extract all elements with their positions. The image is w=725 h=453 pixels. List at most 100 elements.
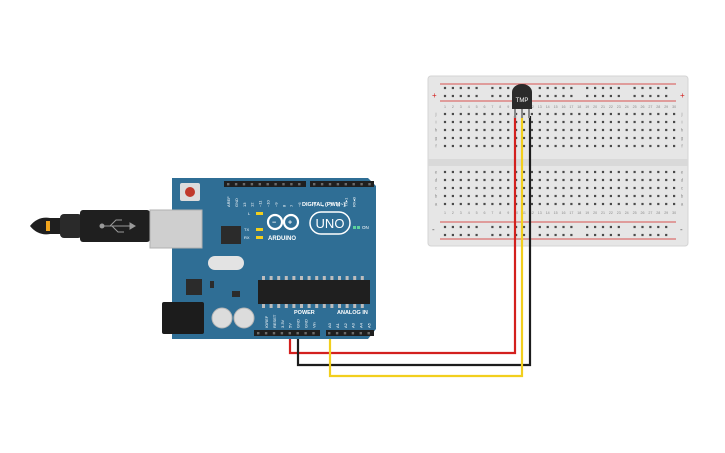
rail-hole[interactable] <box>507 233 510 237</box>
terminal-hole[interactable] <box>507 194 510 198</box>
header-socket[interactable] <box>280 332 284 335</box>
reset-button[interactable] <box>185 187 195 197</box>
terminal-hole[interactable] <box>546 194 549 198</box>
terminal-hole[interactable] <box>451 128 454 132</box>
terminal-hole[interactable] <box>467 202 470 206</box>
terminal-hole[interactable] <box>665 144 668 148</box>
terminal-hole[interactable] <box>507 186 510 190</box>
terminal-hole[interactable] <box>522 170 526 174</box>
terminal-hole[interactable] <box>467 178 470 182</box>
terminal-hole[interactable] <box>483 136 486 140</box>
rail-hole[interactable] <box>649 233 652 237</box>
terminal-hole[interactable] <box>475 194 478 198</box>
terminal-hole[interactable] <box>657 178 660 182</box>
terminal-hole[interactable] <box>649 128 652 132</box>
terminal-hole[interactable] <box>601 144 605 148</box>
terminal-hole[interactable] <box>562 178 565 182</box>
header-socket[interactable] <box>328 332 331 335</box>
terminal-hole[interactable] <box>665 178 668 182</box>
terminal-hole[interactable] <box>530 186 533 190</box>
terminal-hole[interactable] <box>673 112 676 116</box>
terminal-hole[interactable] <box>578 136 581 140</box>
terminal-hole[interactable] <box>617 202 620 206</box>
terminal-hole[interactable] <box>665 112 668 116</box>
terminal-hole[interactable] <box>491 178 494 182</box>
rail-hole[interactable] <box>451 225 454 229</box>
terminal-hole[interactable] <box>641 178 644 182</box>
terminal-hole[interactable] <box>475 144 478 148</box>
rail-hole[interactable] <box>586 94 589 98</box>
terminal-hole[interactable] <box>475 186 478 190</box>
terminal-hole[interactable] <box>625 112 628 116</box>
rail-hole[interactable] <box>641 86 644 90</box>
rail-hole[interactable] <box>609 86 612 90</box>
terminal-hole[interactable] <box>601 170 605 174</box>
rail-hole[interactable] <box>467 86 470 90</box>
rail-hole[interactable] <box>657 86 660 90</box>
terminal-hole[interactable] <box>530 170 533 174</box>
terminal-hole[interactable] <box>625 194 628 198</box>
terminal-hole[interactable] <box>475 112 478 116</box>
terminal-hole[interactable] <box>562 170 565 174</box>
terminal-hole[interactable] <box>499 186 502 190</box>
terminal-hole[interactable] <box>657 202 660 206</box>
terminal-hole[interactable] <box>578 202 581 206</box>
terminal-hole[interactable] <box>443 202 447 206</box>
terminal-hole[interactable] <box>443 136 447 140</box>
terminal-hole[interactable] <box>475 202 478 206</box>
terminal-hole[interactable] <box>538 112 541 116</box>
terminal-hole[interactable] <box>601 186 605 190</box>
terminal-hole[interactable] <box>483 128 486 132</box>
terminal-hole[interactable] <box>554 112 557 116</box>
terminal-hole[interactable] <box>546 128 549 132</box>
terminal-hole[interactable] <box>617 120 620 124</box>
terminal-hole[interactable] <box>578 170 581 174</box>
rail-hole[interactable] <box>649 86 652 90</box>
rail-hole[interactable] <box>562 94 565 98</box>
terminal-hole[interactable] <box>538 120 541 124</box>
rail-hole[interactable] <box>617 86 620 90</box>
header-socket[interactable] <box>272 332 276 335</box>
terminal-hole[interactable] <box>657 136 660 140</box>
terminal-hole[interactable] <box>538 170 541 174</box>
terminal-hole[interactable] <box>649 202 652 206</box>
terminal-hole[interactable] <box>601 136 605 140</box>
terminal-hole[interactable] <box>649 186 652 190</box>
terminal-hole[interactable] <box>609 144 612 148</box>
terminal-hole[interactable] <box>491 202 494 206</box>
terminal-hole[interactable] <box>570 178 573 182</box>
terminal-hole[interactable] <box>554 186 557 190</box>
terminal-hole[interactable] <box>451 186 454 190</box>
rail-hole[interactable] <box>546 225 549 229</box>
header-socket[interactable] <box>282 183 285 186</box>
terminal-hole[interactable] <box>641 186 644 190</box>
rail-hole[interactable] <box>594 225 597 229</box>
terminal-hole[interactable] <box>570 120 573 124</box>
terminal-hole[interactable] <box>609 178 612 182</box>
rail-hole[interactable] <box>570 86 573 90</box>
terminal-hole[interactable] <box>522 128 526 132</box>
terminal-hole[interactable] <box>554 170 557 174</box>
terminal-hole[interactable] <box>601 112 605 116</box>
terminal-hole[interactable] <box>554 128 557 132</box>
terminal-hole[interactable] <box>522 186 526 190</box>
rail-hole[interactable] <box>633 94 636 98</box>
rail-hole[interactable] <box>617 94 620 98</box>
rail-hole[interactable] <box>491 233 494 237</box>
terminal-hole[interactable] <box>467 120 470 124</box>
rail-hole[interactable] <box>601 233 605 237</box>
terminal-hole[interactable] <box>546 120 549 124</box>
terminal-hole[interactable] <box>609 170 612 174</box>
terminal-hole[interactable] <box>586 120 589 124</box>
rail-hole[interactable] <box>467 225 470 229</box>
terminal-hole[interactable] <box>609 202 612 206</box>
terminal-hole[interactable] <box>649 112 652 116</box>
terminal-hole[interactable] <box>499 144 502 148</box>
terminal-hole[interactable] <box>483 170 486 174</box>
terminal-hole[interactable] <box>451 120 454 124</box>
rail-hole[interactable] <box>570 225 573 229</box>
terminal-hole[interactable] <box>451 144 454 148</box>
terminal-hole[interactable] <box>475 178 478 182</box>
terminal-hole[interactable] <box>507 128 510 132</box>
terminal-hole[interactable] <box>673 128 676 132</box>
